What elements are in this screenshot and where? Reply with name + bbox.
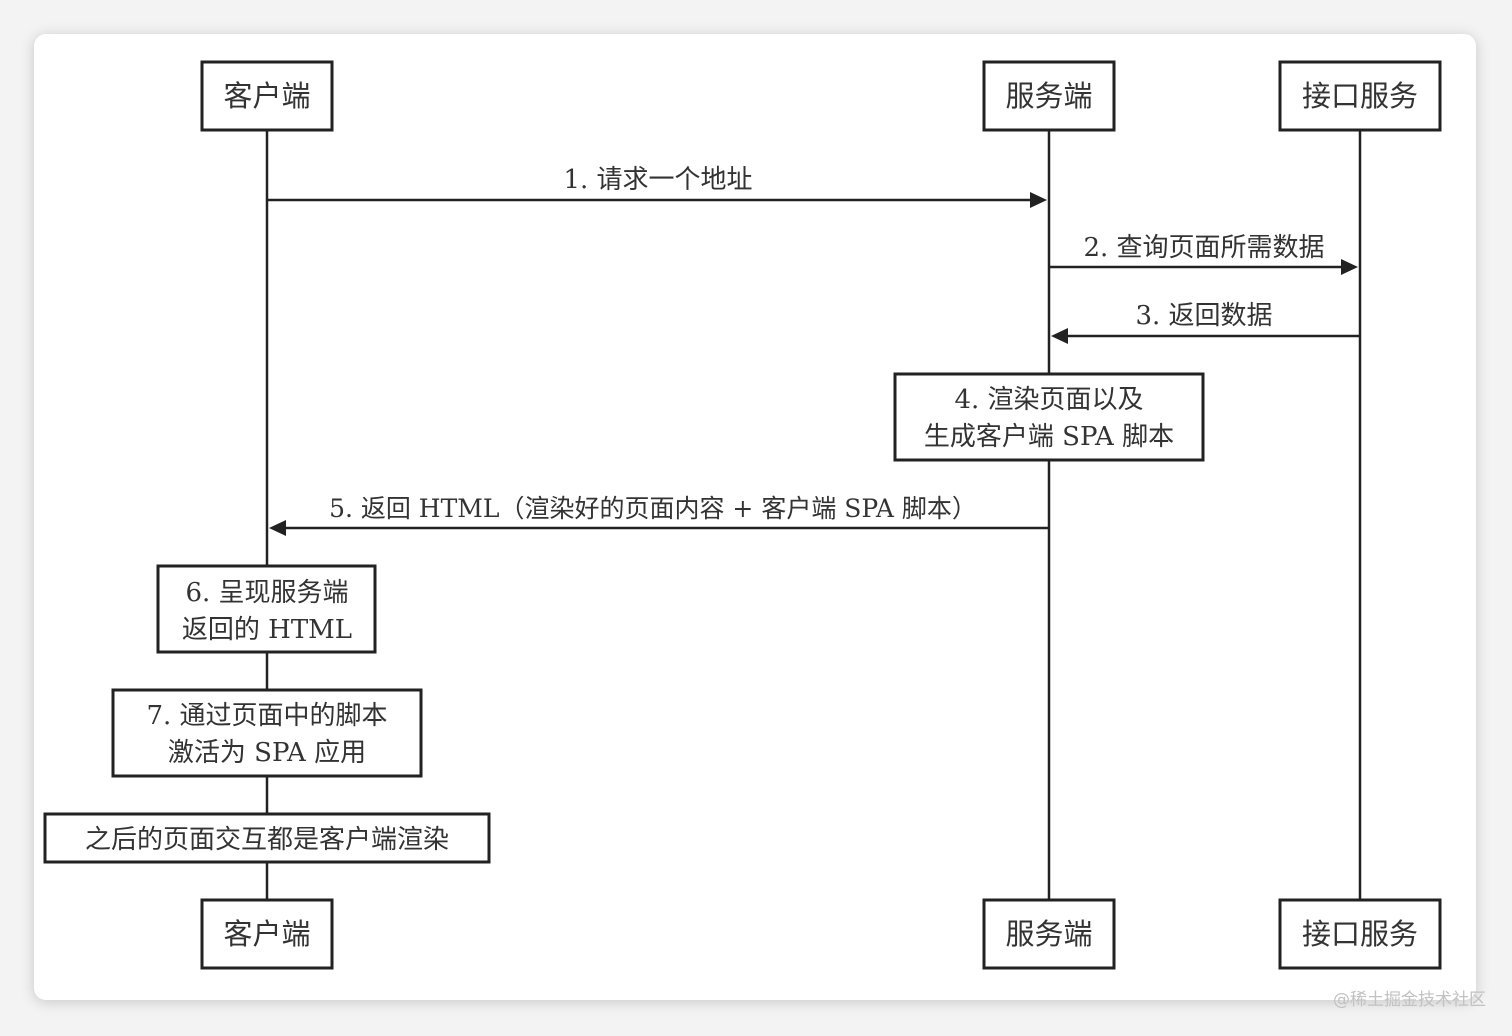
api-participant-label: 接口服务 [1302, 79, 1418, 113]
message-1: 1. 请求一个地址 [267, 165, 1047, 208]
client-participant-label: 客户端 [223, 917, 310, 951]
message-5-label: 5. 返回 HTML（渲染好的页面内容 + 客户端 SPA 脚本） [329, 494, 977, 523]
api-participant-top: 接口服务 [1278, 60, 1442, 132]
note-7-line-1: 7. 通过页面中的脚本 [146, 701, 387, 731]
note-6-line-2: 返回的 HTML [182, 615, 352, 645]
note-6: 6. 呈现服务端 返回的 HTML [156, 564, 377, 654]
note-6-line-1: 6. 呈现服务端 [185, 578, 348, 608]
message-2: 2. 查询页面所需数据 [1049, 233, 1358, 275]
arrowhead-icon [269, 520, 286, 536]
message-5: 5. 返回 HTML（渲染好的页面内容 + 客户端 SPA 脚本） [269, 494, 1049, 536]
arrowhead-icon [1030, 192, 1047, 208]
api-participant-label: 接口服务 [1302, 917, 1418, 951]
server-participant-label: 服务端 [1005, 917, 1092, 951]
note-4: 4. 渲染页面以及 生成客户端 SPA 脚本 [893, 372, 1205, 462]
message-2-label: 2. 查询页面所需数据 [1083, 233, 1324, 263]
note-4-line-1: 4. 渲染页面以及 [954, 385, 1143, 415]
server-participant-bottom: 服务端 [982, 898, 1116, 970]
watermark: @稀土掘金技术社区 [1333, 990, 1486, 1010]
message-1-label: 1. 请求一个地址 [563, 165, 752, 195]
note-7: 7. 通过页面中的脚本 激活为 SPA 应用 [111, 688, 423, 778]
arrowhead-icon [1341, 259, 1358, 275]
client-participant-top: 客户端 [200, 60, 334, 132]
server-participant-top: 服务端 [982, 60, 1116, 132]
arrowhead-icon [1051, 328, 1068, 344]
note-8: 之后的页面交互都是客户端渲染 [43, 812, 491, 864]
message-3: 3. 返回数据 [1051, 301, 1360, 344]
note-4-line-2: 生成客户端 SPA 脚本 [924, 422, 1174, 452]
message-3-label: 3. 返回数据 [1135, 301, 1272, 331]
client-participant-bottom: 客户端 [200, 898, 334, 970]
api-participant-bottom: 接口服务 [1278, 898, 1442, 970]
server-participant-label: 服务端 [1005, 79, 1092, 113]
client-participant-label: 客户端 [223, 79, 310, 113]
note-7-line-2: 激活为 SPA 应用 [168, 738, 366, 768]
note-8-line-1: 之后的页面交互都是客户端渲染 [85, 825, 449, 855]
